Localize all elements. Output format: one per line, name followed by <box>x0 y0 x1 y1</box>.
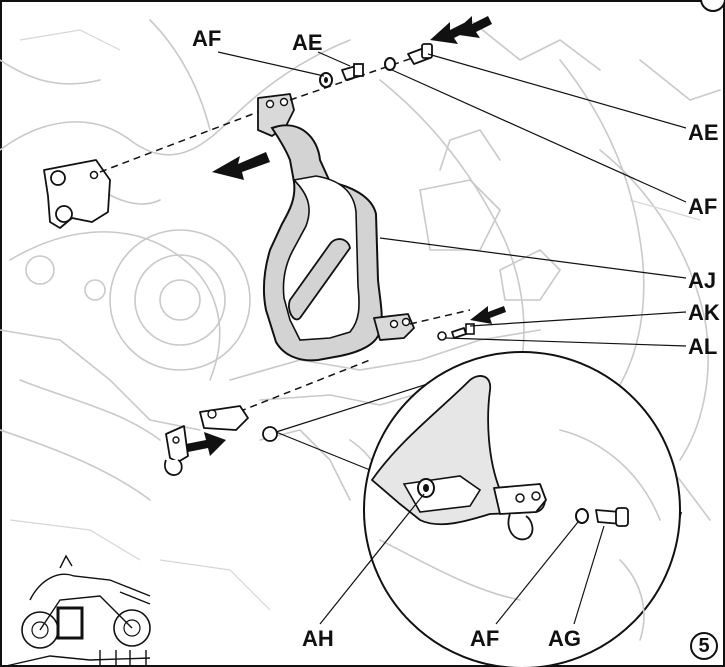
arrow-right-icon <box>186 432 226 456</box>
step-number-badge: 5 <box>690 632 718 660</box>
part-label-al: AL <box>688 334 718 359</box>
part-label-aj: AJ <box>688 268 717 293</box>
lower-left-bracket <box>164 405 278 476</box>
part-label-ae-right: AE <box>688 120 719 145</box>
arrow-down-left-icon <box>452 16 492 38</box>
arrow-down-left-icon <box>470 306 506 324</box>
part-label-af-top: AF <box>192 26 222 51</box>
lower-right-hardware <box>437 323 475 341</box>
part-label-ah: AH <box>302 626 334 651</box>
part-label-ak: AK <box>688 300 720 325</box>
part-label-ae-top: AE <box>292 30 323 55</box>
locator-motorcycle-icon <box>5 554 151 667</box>
leader-lines <box>217 51 687 625</box>
detail-magnifier <box>275 351 681 667</box>
part-label-af-bottom: AF <box>470 626 500 651</box>
frame-mount-plate <box>43 159 111 229</box>
part-label-af-right: AF <box>688 194 718 219</box>
part-label-ag: AG <box>548 626 581 651</box>
arrow-left-icon <box>212 152 270 180</box>
crash-bar <box>262 124 415 362</box>
